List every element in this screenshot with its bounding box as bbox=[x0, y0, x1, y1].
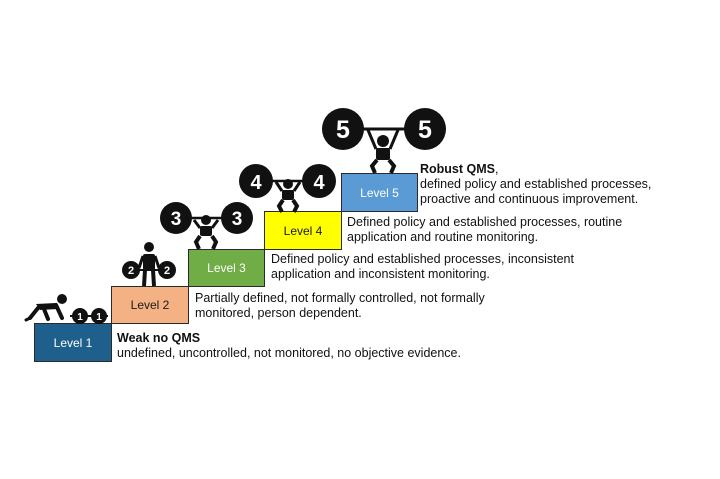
level-1-line-1: undefined, uncontrolled, not monitored, … bbox=[117, 346, 461, 360]
level-2-line-1: Partially defined, not formally controll… bbox=[195, 291, 485, 305]
level-5-line-1: defined policy and established processes… bbox=[420, 177, 652, 191]
crouching-lifter-icon bbox=[24, 294, 67, 322]
level-5-plate-right-number: 5 bbox=[418, 116, 432, 144]
level-2-line-2: monitored, person dependent. bbox=[195, 306, 362, 320]
level-4-description: Defined policy and established processes… bbox=[347, 215, 622, 245]
level-5-line-2: proactive and continuous improvement. bbox=[420, 192, 639, 206]
level-2-plate-right-number: 2 bbox=[164, 265, 170, 277]
level-2-plate-left-number: 2 bbox=[128, 265, 134, 277]
level-3-plate-left-number: 3 bbox=[171, 209, 182, 230]
level-2-barbell: 2 2 bbox=[122, 261, 176, 279]
level-3-label: Level 3 bbox=[207, 261, 246, 275]
level-4-line-2: application and routine monitoring. bbox=[347, 230, 539, 244]
squat-lifter-icon bbox=[192, 215, 220, 250]
level-3-step: Level 3 bbox=[188, 249, 265, 287]
level-4-plate-right-number: 4 bbox=[313, 172, 325, 194]
level-4-label: Level 4 bbox=[283, 223, 323, 238]
level-4-plate-left-number: 4 bbox=[250, 172, 262, 194]
level-5-heading-comma: , bbox=[495, 162, 499, 176]
level-5-description: Robust QMS, defined policy and establish… bbox=[420, 162, 651, 207]
level-3-barbell: 3 3 bbox=[160, 202, 253, 234]
level-2-step: Level 2 bbox=[111, 286, 189, 324]
level-3-description: Defined policy and established processes… bbox=[271, 252, 574, 282]
level-5-plate-left-number: 5 bbox=[336, 116, 350, 144]
level-5-label: Level 5 bbox=[360, 185, 399, 200]
level-2-label: Level 2 bbox=[130, 298, 170, 312]
press-lifter-icon bbox=[274, 179, 302, 213]
level-1-plate-right-number: 1 bbox=[96, 312, 102, 323]
level-5-step: Level 5 bbox=[341, 173, 418, 212]
level-2-description: Partially defined, not formally controll… bbox=[195, 291, 485, 321]
level-4-barbell: 4 4 bbox=[239, 164, 336, 198]
level-5-barbell: 5 5 bbox=[322, 108, 446, 150]
level-5-heading: Robust QMS bbox=[420, 162, 495, 176]
level-3-line-2: application and inconsistent monitoring. bbox=[271, 267, 490, 281]
level-1-plate-left-number: 1 bbox=[77, 312, 83, 323]
level-3-plate-right-number: 3 bbox=[232, 209, 243, 230]
overhead-lifter-icon bbox=[366, 129, 400, 174]
level-1-label: Level 1 bbox=[53, 335, 93, 350]
level-1-heading: Weak no QMS bbox=[117, 331, 201, 345]
holding-lifter-icon bbox=[137, 242, 161, 287]
level-1-step: Level 1 bbox=[34, 323, 112, 362]
level-3-line-1: Defined policy and established processes… bbox=[271, 252, 574, 266]
level-4-step: Level 4 bbox=[264, 211, 342, 250]
level-1-barbell: 1 1 bbox=[70, 308, 108, 324]
level-1-description: Weak no QMS undefined, uncontrolled, not… bbox=[117, 331, 461, 361]
level-4-line-1: Defined policy and established processes… bbox=[347, 215, 623, 229]
